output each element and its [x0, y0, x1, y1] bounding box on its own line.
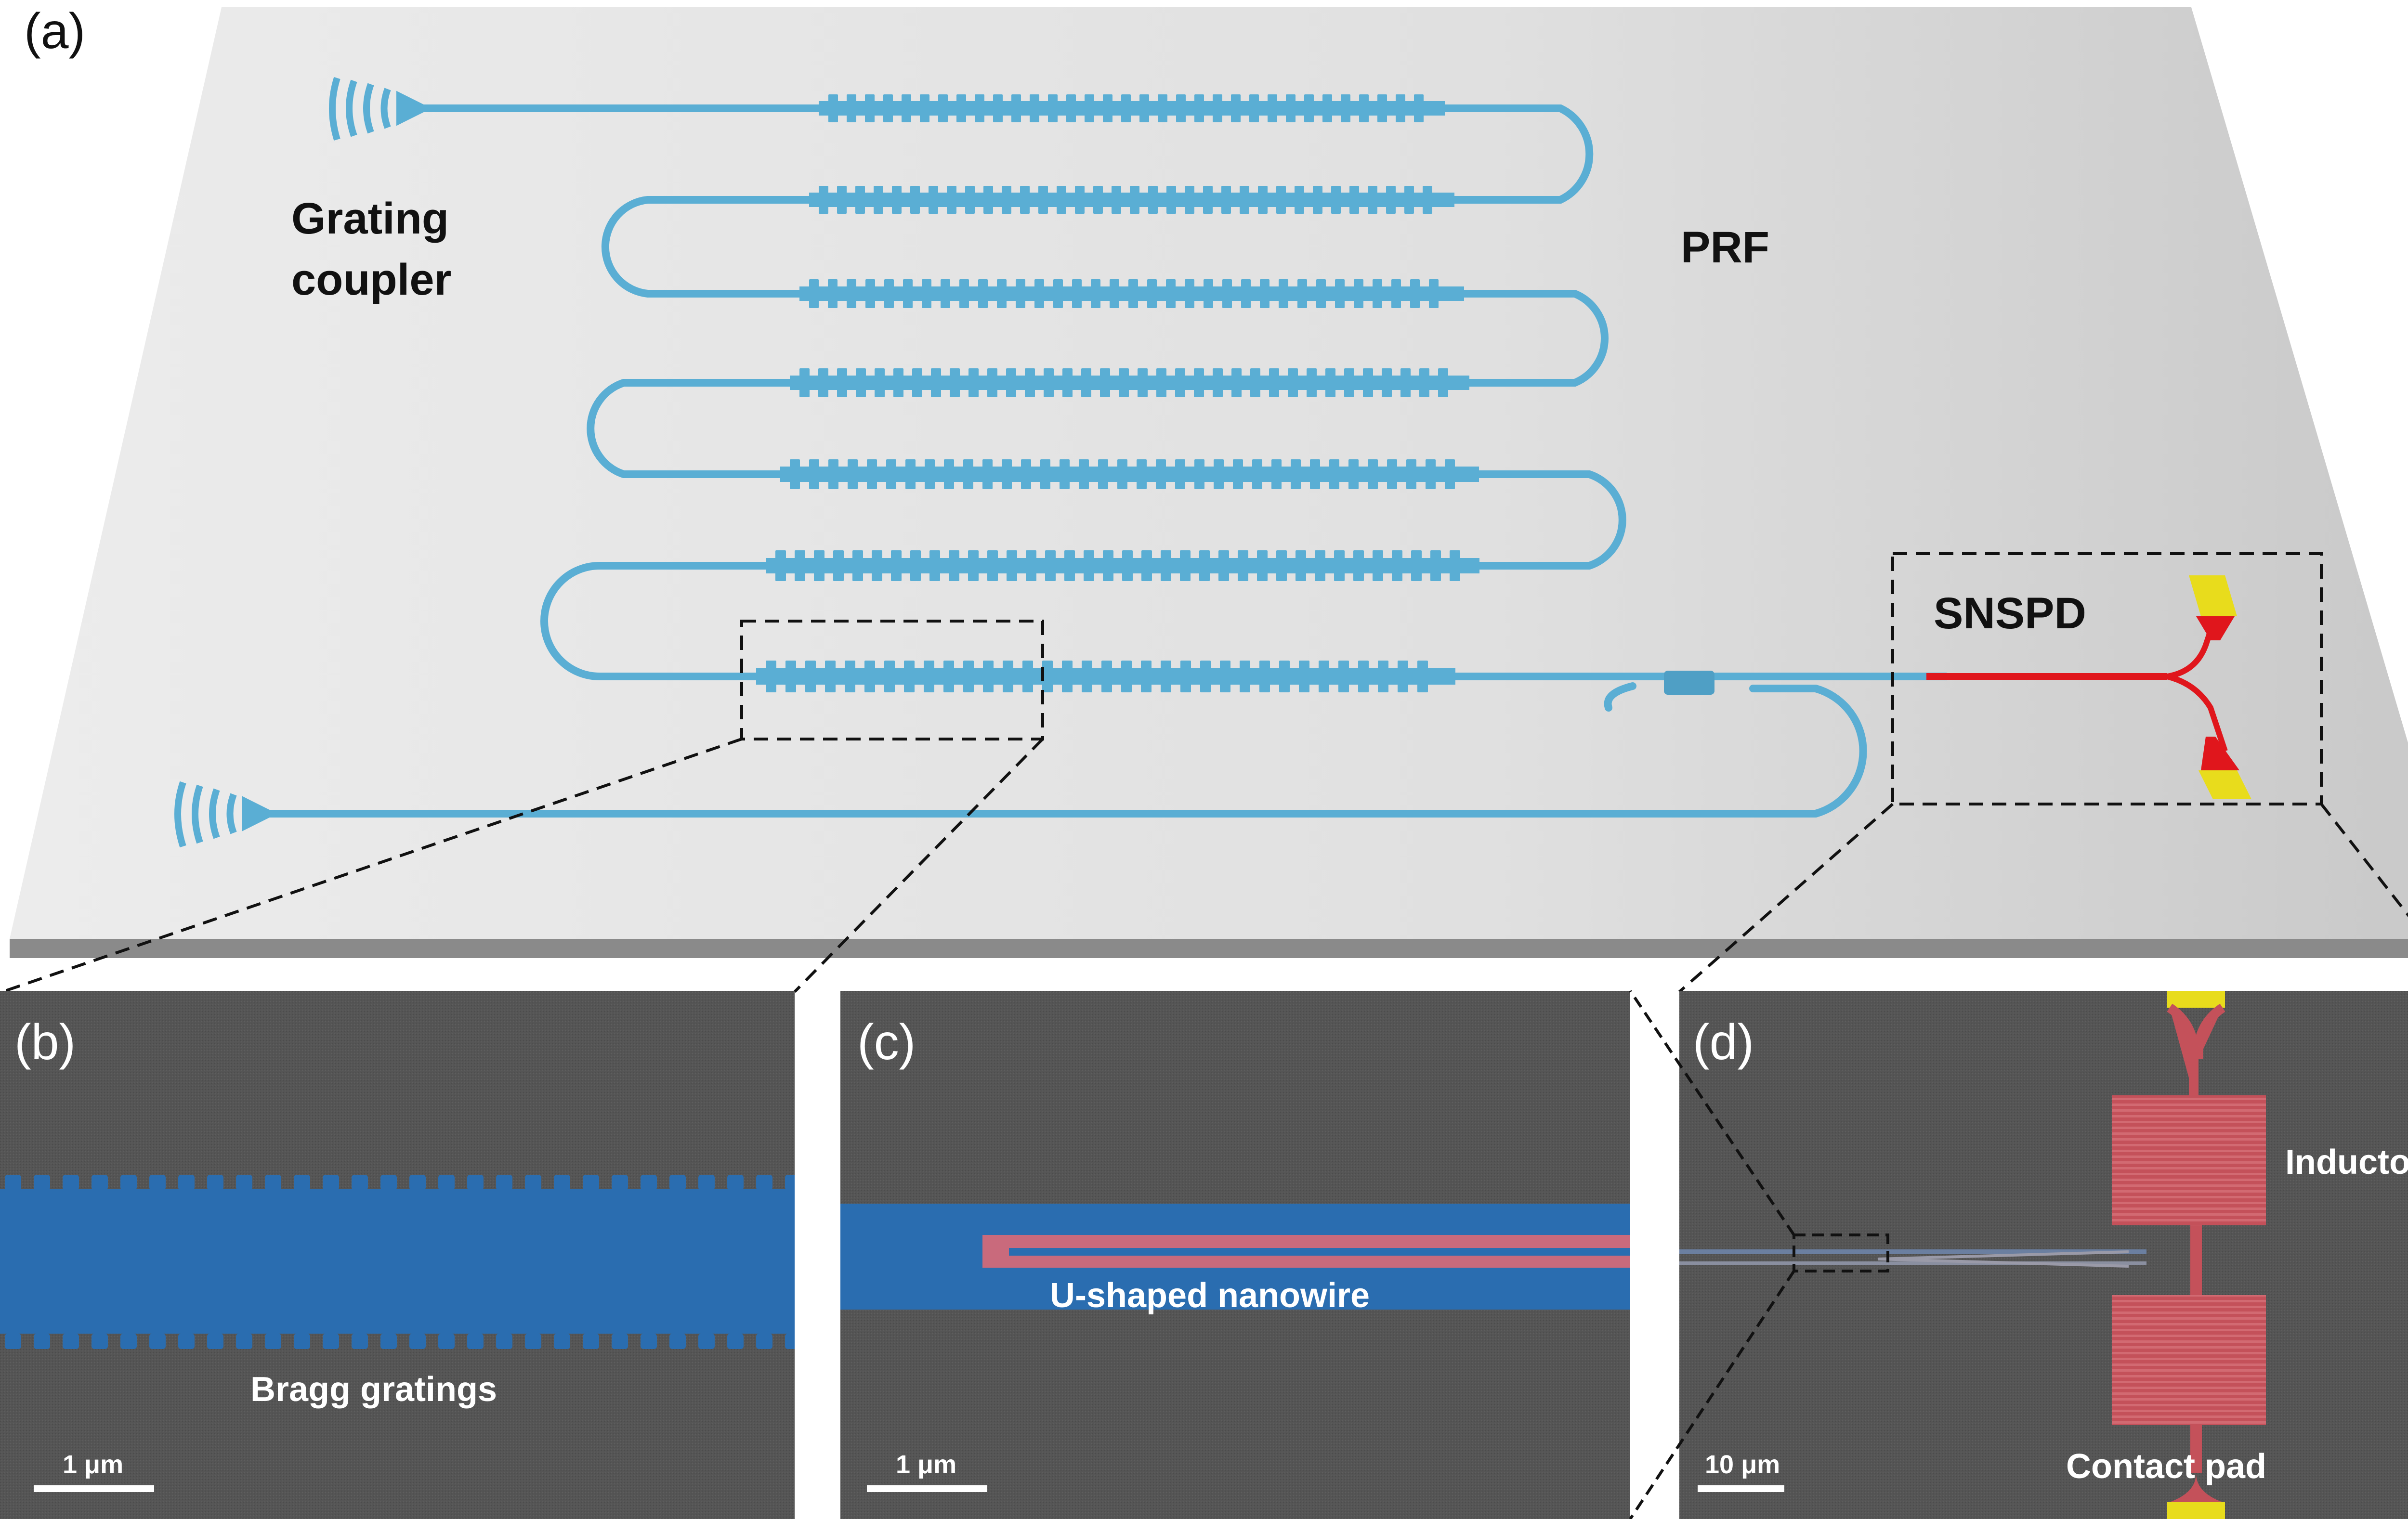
panel-b: (b) Bragg gratings 1 μm: [0, 991, 795, 1519]
u-shaped-nanowire-label: U-shaped nanowire: [1050, 1276, 1370, 1315]
scale-bar-b: [34, 1485, 154, 1492]
panel-a-letter: (a): [24, 3, 85, 59]
sem-pad-top: [2167, 991, 2225, 1008]
serpentine-waveguide: [266, 104, 1950, 818]
bragg-grating-teeth: [756, 94, 1479, 692]
scale-label-d: 10 μm: [1705, 1450, 1780, 1479]
scale-bar-c: [867, 1485, 987, 1492]
zoom-box-b: [2, 620, 1044, 993]
grating-coupler-label: Grating: [291, 194, 449, 243]
panel-d: (d) Inductor Contact pad 10 μm: [1679, 991, 2408, 1519]
scale-label-b: 1 μm: [63, 1450, 123, 1479]
grating-coupler-top-icon: [329, 77, 432, 141]
sem-pad-bottom: [2167, 1502, 2225, 1519]
snspd-label: SNSPD: [1934, 589, 2086, 638]
scale-label-c: 1 μm: [896, 1450, 956, 1479]
panel-b-letter: (b): [14, 1014, 76, 1070]
zoom-lines-c: [1629, 990, 1795, 1519]
bragg-gratings-label: Bragg gratings: [250, 1370, 497, 1409]
prf-label: PRF: [1681, 223, 1769, 272]
panel-c: (c) U-shaped nanowire 1 μm: [840, 991, 1630, 1519]
substrate-edge: [10, 939, 2408, 958]
zoom-box-c: [1793, 1233, 1889, 1272]
contact-pad-label: Contact pad: [2066, 1447, 2266, 1486]
inductor-top: [2112, 1095, 2266, 1225]
panel-c-letter: (c): [857, 1014, 916, 1070]
scale-bar-d: [1698, 1485, 1784, 1492]
zoom-box-d: [1678, 552, 2408, 993]
panel-a: (a) Grating coupler PRF SNSPD: [2, 3, 2408, 993]
bragg-teeth: [5, 1175, 795, 1349]
snspd-device: [1926, 575, 2251, 799]
inductor-bottom: [2112, 1295, 2266, 1425]
bragg-waveguide: [0, 1189, 795, 1334]
contact-pad-top: [2189, 575, 2237, 616]
grating-coupler-bottom-icon: [174, 781, 277, 848]
inductor-label: Inductor: [2285, 1143, 2408, 1181]
coupler-block: [1664, 671, 1714, 695]
grating-coupler-label-2: coupler: [291, 255, 451, 304]
contact-pad-bottom: [2199, 770, 2251, 799]
panel-d-letter: (d): [1693, 1014, 1754, 1070]
u-nanowire-gap: [1009, 1248, 1630, 1256]
